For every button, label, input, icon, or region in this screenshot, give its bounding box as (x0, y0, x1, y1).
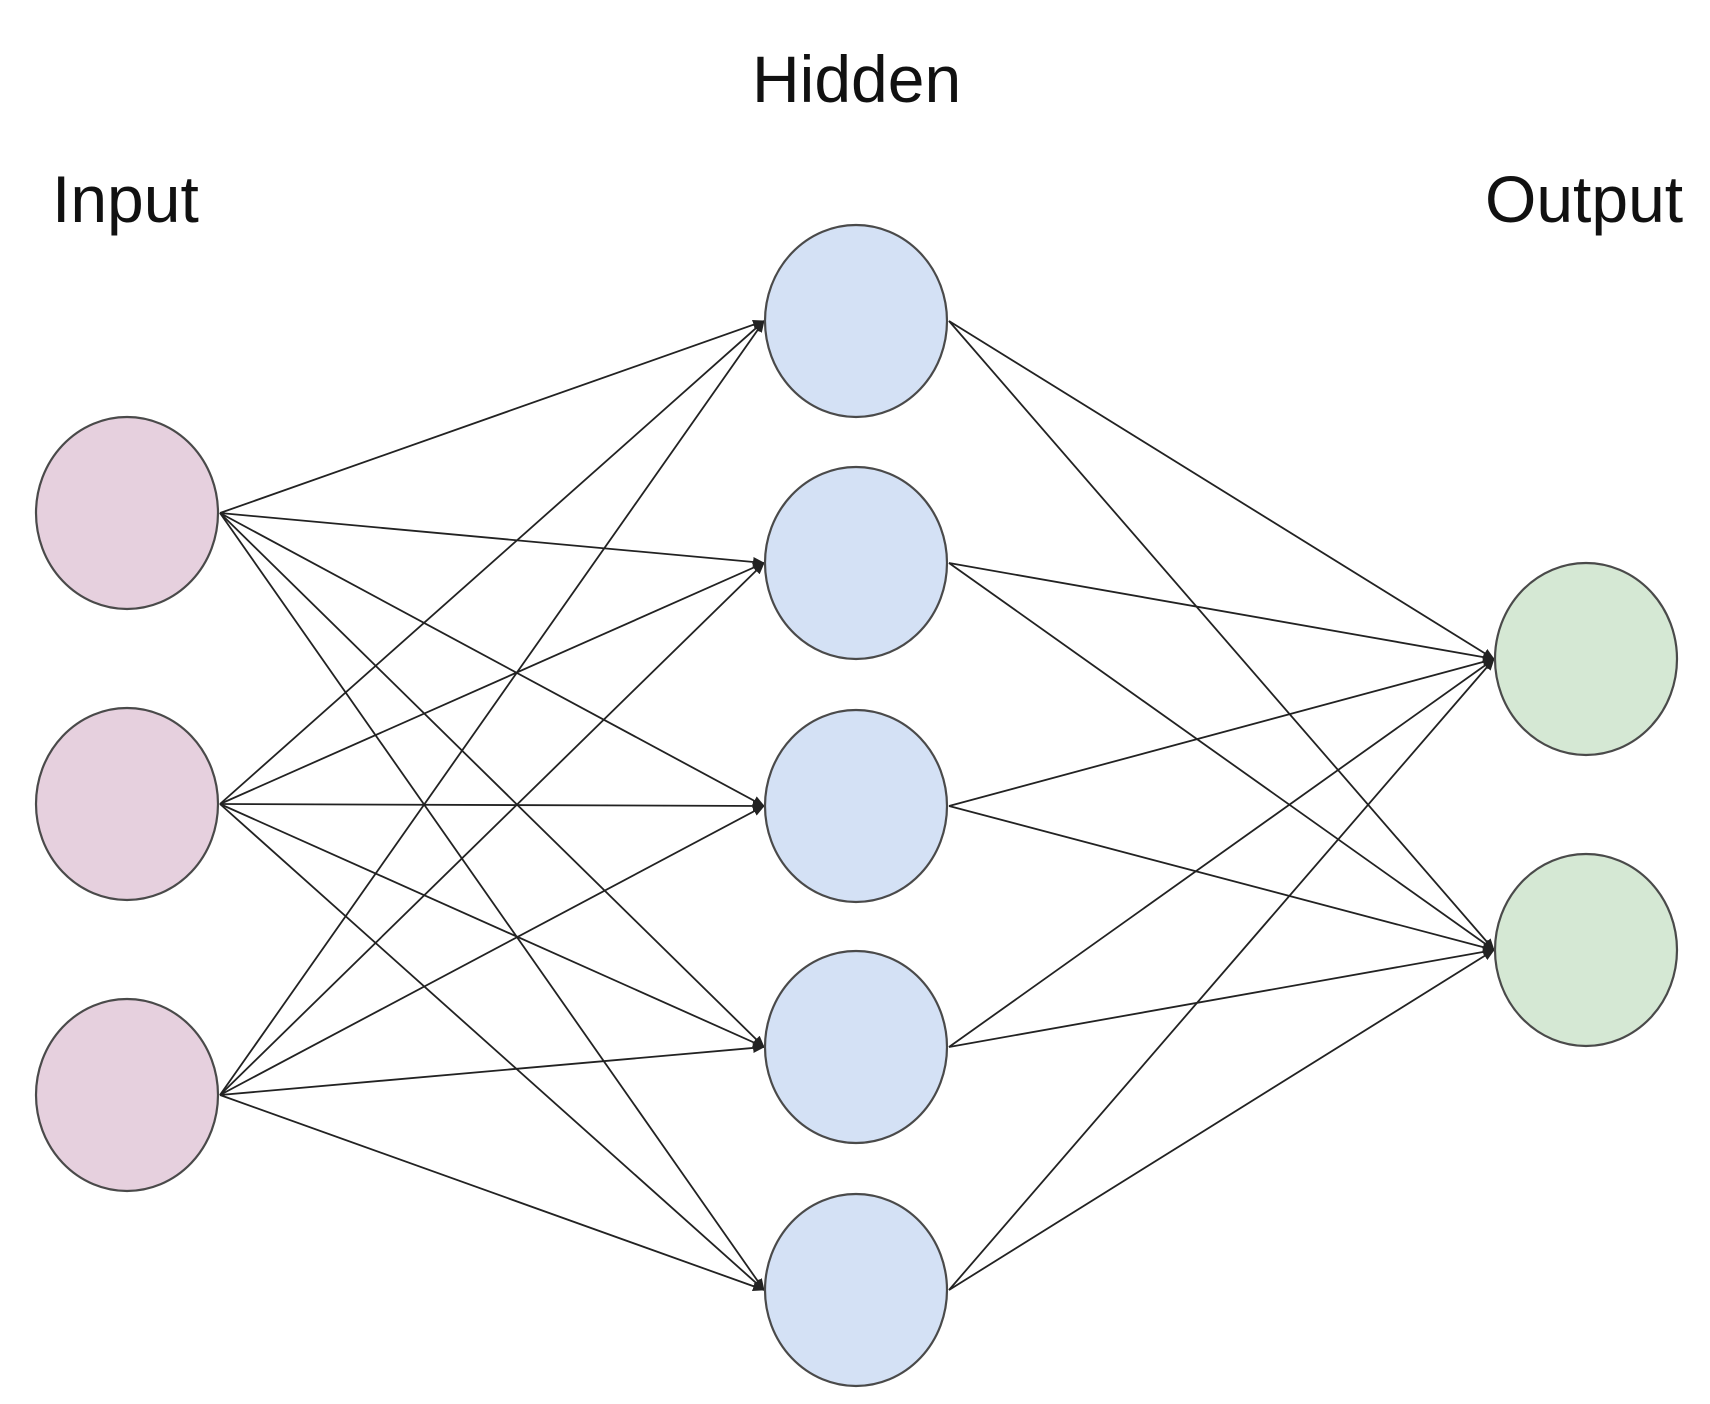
edge-input-3-to-hidden-2 (219, 562, 765, 1096)
output-layer-label: Output (1485, 162, 1683, 236)
edge-hidden-4-to-output-1 (948, 658, 1495, 1048)
hidden-node-5 (763, 1192, 949, 1388)
neurons (34, 223, 1679, 1388)
edge-input-2-to-hidden-4 (219, 803, 765, 1048)
hidden-node-1 (763, 223, 949, 419)
edge-input-3-to-hidden-3 (219, 805, 765, 1096)
edge-hidden-3-to-output-2 (948, 805, 1495, 953)
edge-hidden-2-to-output-1 (948, 562, 1495, 663)
output-node-1 (1493, 561, 1679, 757)
input-node-3 (34, 997, 220, 1193)
edge-hidden-5-to-output-1 (948, 658, 1495, 1291)
edge-hidden-5-to-output-2 (948, 949, 1495, 1291)
input-node-2 (34, 706, 220, 902)
edge-input-1-to-hidden-2 (219, 512, 765, 567)
edge-input-1-to-hidden-3 (219, 512, 765, 807)
edge-hidden-3-to-output-1 (948, 657, 1495, 807)
edge-hidden-2-to-output-2 (948, 562, 1495, 951)
edge-input-3-to-hidden-4 (219, 1042, 765, 1096)
edge-hidden-1-to-output-2 (948, 320, 1495, 951)
hidden-node-4 (763, 949, 949, 1145)
hidden-node-3 (763, 708, 949, 904)
edge-input-2-to-hidden-2 (219, 562, 765, 805)
output-node-2 (1493, 852, 1679, 1048)
edge-input-3-to-hidden-5 (219, 1094, 765, 1291)
edge-input-3-to-hidden-1 (219, 320, 765, 1096)
edge-input-1-to-hidden-5 (219, 512, 765, 1291)
connections (219, 319, 1495, 1291)
hidden-layer-label: Hidden (752, 42, 961, 116)
edge-input-1-to-hidden-1 (219, 319, 765, 514)
input-layer-label: Input (52, 162, 199, 236)
edge-input-2-to-hidden-1 (219, 320, 765, 805)
edge-hidden-1-to-output-1 (948, 320, 1495, 660)
input-node-1 (34, 415, 220, 611)
edge-input-1-to-hidden-4 (219, 512, 765, 1048)
edge-hidden-4-to-output-2 (948, 947, 1495, 1048)
edge-input-2-to-hidden-5 (219, 803, 765, 1291)
edge-input-2-to-hidden-3 (219, 800, 765, 811)
hidden-node-2 (763, 465, 949, 661)
